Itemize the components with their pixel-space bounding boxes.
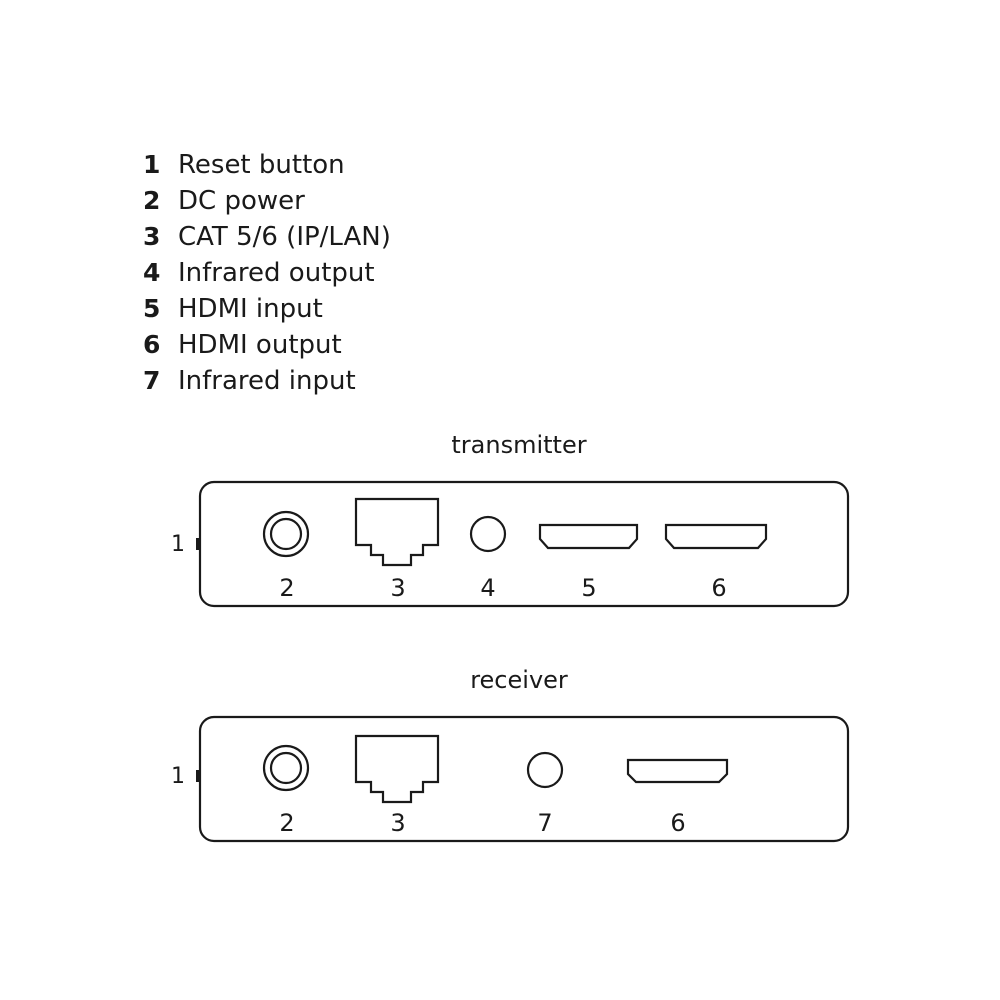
receiver-port-label-hdmi-out: 6 [670,809,685,837]
transmitter-port-label-hdmi-out: 6 [711,574,726,602]
legend-label: DC power [178,186,305,216]
receiver-hdmi-output-port [626,758,729,784]
receiver-title: receiver [470,666,568,694]
legend-item-infrared-input: 7 Infrared input [143,363,391,399]
receiver-unit: receiver 1 2 3 7 6 [171,666,850,843]
transmitter-port-label-dc: 2 [279,574,294,602]
legend-label: Reset button [178,150,345,180]
legend-label: HDMI input [178,294,323,324]
legend-number: 5 [143,294,161,323]
receiver-port-label-dc: 2 [279,809,294,837]
legend-number: 3 [143,222,161,251]
legend-item-hdmi-input: 5 HDMI input [143,291,391,327]
legend-number: 4 [143,258,161,287]
transmitter-port-label-ir-out: 4 [480,574,495,602]
legend-item-reset-button: 1 Reset button [143,147,391,183]
legend-label: Infrared output [178,258,375,288]
transmitter-hdmi-input-port [538,523,639,550]
transmitter-unit: transmitter 1 2 3 4 5 6 [171,431,850,608]
legend-number: 7 [143,366,161,395]
transmitter-port-label-lan: 3 [390,574,405,602]
legend-number: 1 [143,150,161,179]
legend-number: 6 [143,330,161,359]
transmitter-port-label-hdmi-in: 5 [581,574,596,602]
transmitter-lan-port [354,497,440,567]
receiver-dc-power-port [262,744,310,792]
legend-item-infrared-output: 4 Infrared output [143,255,391,291]
transmitter-reset-button [196,538,201,550]
receiver-infrared-input-port [526,751,564,789]
legend-item-cat-lan: 3 CAT 5/6 (IP/LAN) [143,219,391,255]
transmitter-dc-power-port [262,510,310,558]
legend-label: Infrared input [178,366,356,396]
legend-number: 2 [143,186,161,215]
transmitter-reset-label: 1 [171,532,185,557]
legend-item-dc-power: 2 DC power [143,183,391,219]
receiver-port-label-ir-in: 7 [537,809,552,837]
transmitter-hdmi-output-port [664,523,768,550]
receiver-port-label-lan: 3 [390,809,405,837]
receiver-reset-label: 1 [171,764,185,789]
legend-item-hdmi-output: 6 HDMI output [143,327,391,363]
transmitter-title: transmitter [451,431,586,459]
transmitter-infrared-output-port [469,515,507,553]
legend-label: HDMI output [178,330,342,360]
port-legend: 1 Reset button 2 DC power 3 CAT 5/6 (IP/… [143,147,391,399]
receiver-reset-button [196,770,201,782]
receiver-lan-port [354,734,440,804]
legend-label: CAT 5/6 (IP/LAN) [178,222,391,252]
